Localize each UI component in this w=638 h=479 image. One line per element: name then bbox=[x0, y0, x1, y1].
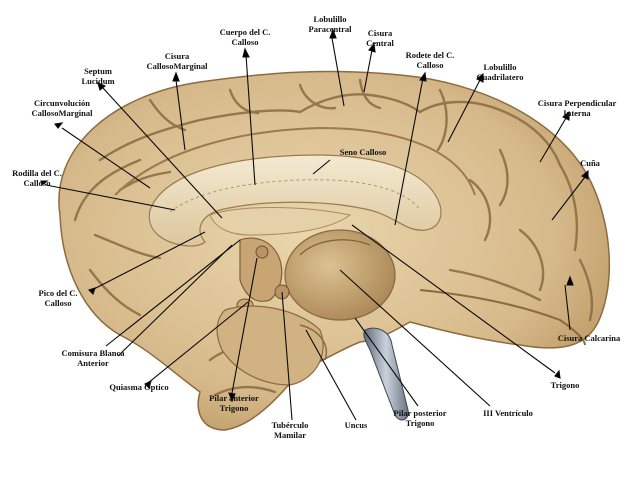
label-cisura-central: Cisura Central bbox=[366, 28, 394, 48]
label-cuerpo-calloso: Cuerpo del C. Calloso bbox=[219, 27, 271, 47]
label-trigono: Trigono bbox=[550, 380, 580, 390]
label-rodilla-calloso: Rodilla del C. Calloso bbox=[12, 168, 62, 188]
label-lobulillo-cuadrilatero: Lobulillo Cuadrilatero bbox=[476, 62, 524, 82]
label-seno-calloso: Seno Calloso bbox=[339, 147, 387, 157]
leader-lines bbox=[40, 28, 589, 421]
label-rodete-calloso: Rodete del C. Calloso bbox=[405, 50, 455, 70]
label-cisura-calcarina: Cisura Calcarina bbox=[557, 333, 621, 343]
label-circunvolucion-callosomarginal: Circunvolución CallosoMarginal bbox=[31, 98, 93, 118]
label-cuna: Cuña bbox=[580, 158, 600, 168]
label-pilar-posterior: Pilar posterior Trigono bbox=[393, 408, 447, 428]
label-cisura-perpendicular: Cisura Perpendicular Interna bbox=[537, 98, 617, 118]
label-septum-lucidum: Septum Lucidum bbox=[81, 66, 115, 86]
thalamus bbox=[284, 229, 396, 321]
label-cisura-callosomarginal: Cisura CallosoMarginal bbox=[146, 51, 208, 71]
label-uncus: Uncus bbox=[344, 420, 368, 430]
label-quiasma-optico: Quiasma Optico bbox=[109, 382, 169, 392]
label-pico-calloso: Pico del C. Calloso bbox=[38, 288, 78, 308]
corpus-callosum bbox=[148, 154, 442, 247]
label-lobulillo-paracentral: Lobulillo Paracentral bbox=[308, 14, 352, 34]
brainstem bbox=[363, 327, 409, 421]
label-tuberculo-mamilar: Tubérculo Mamilar bbox=[271, 420, 309, 440]
label-pilar-anterior: Pilar anterior Trigono bbox=[209, 393, 259, 413]
label-iii-ventriculo: III Ventrículo bbox=[483, 408, 533, 418]
label-comisura-blanca: Comisura Blanca Anterior bbox=[61, 348, 125, 368]
